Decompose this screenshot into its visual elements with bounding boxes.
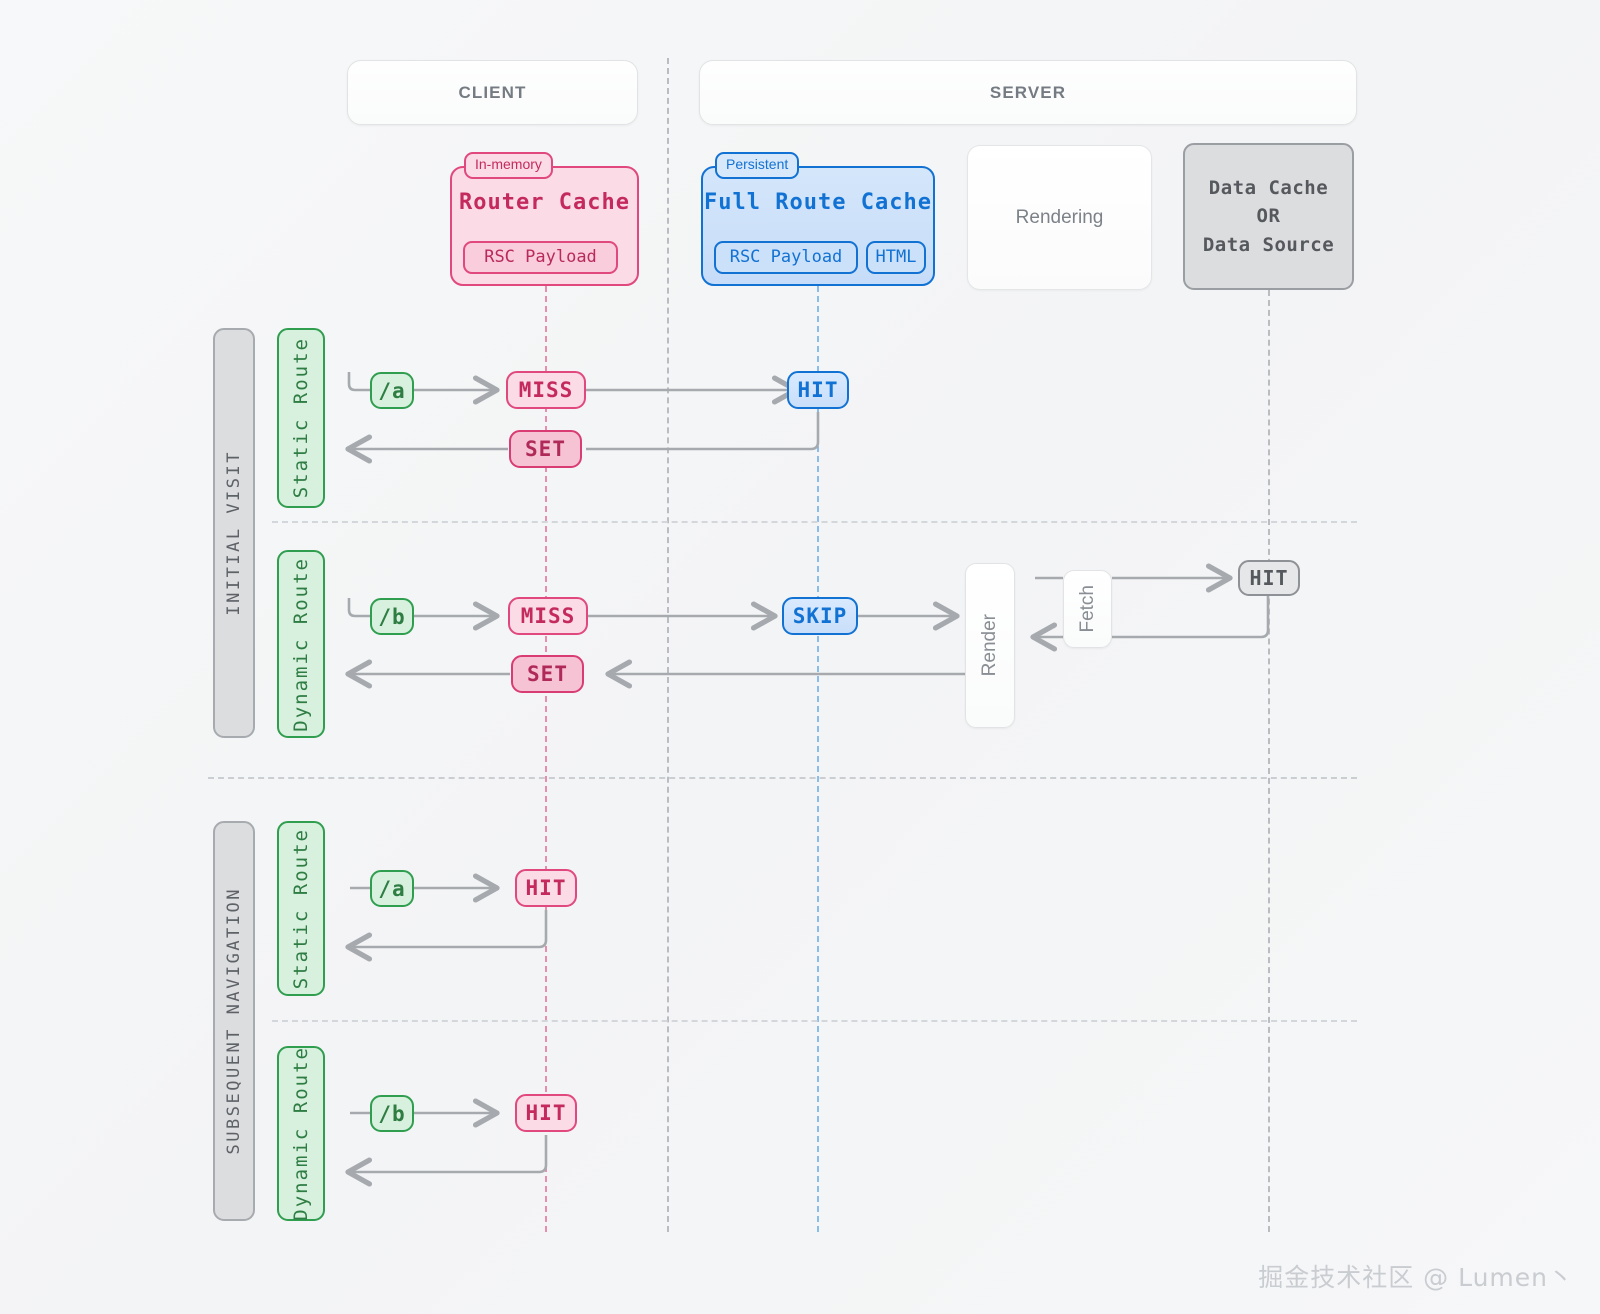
row-separator-subsequent [272, 1020, 1357, 1022]
actor-header-client: CLIENT [347, 60, 638, 125]
route-bar-subsequent-static: Static Route [277, 821, 325, 996]
component-rendering: Rendering [967, 145, 1152, 290]
data-cache-line-1: Data Cache [1208, 176, 1329, 199]
step-initial-dynamic-router-cache-write[interactable]: SET [511, 655, 584, 693]
full-route-cache-chip-rsc-payload: RSC Payload [714, 241, 858, 274]
phase-bar-initial-visit: INITIAL VISIT [213, 328, 255, 738]
component-full-route-cache: Persistent Full Route Cache RSC Payload … [701, 152, 935, 286]
row-separator-initial [272, 521, 1357, 523]
route-path-subsequent-dynamic[interactable]: /b [370, 1095, 414, 1132]
step-initial-static-router-cache-write[interactable]: SET [509, 430, 582, 468]
full-route-cache-chip-html: HTML [866, 241, 926, 274]
step-initial-dynamic-data-cache-status[interactable]: HIT [1238, 560, 1300, 596]
step-subsequent-dynamic-router-cache-status[interactable]: HIT [515, 1094, 577, 1132]
step-initial-dynamic-full-route-cache-status[interactable]: SKIP [782, 597, 858, 635]
full-route-cache-title: Full Route Cache [704, 190, 932, 215]
lifeline-data-cache [1268, 290, 1270, 1232]
route-label-subsequent-dynamic: Dynamic Route [290, 1046, 312, 1221]
step-initial-dynamic-router-cache-status[interactable]: MISS [508, 597, 588, 635]
fetch-label: Fetch [1076, 585, 1098, 633]
step-initial-static-full-route-cache-status[interactable]: HIT [787, 371, 849, 409]
actor-label-server: SERVER [989, 82, 1067, 102]
lifeline-full-route-cache [817, 286, 819, 1232]
route-bar-initial-static: Static Route [277, 328, 325, 508]
step-initial-dynamic-render-box: Render [965, 563, 1015, 728]
route-path-initial-dynamic[interactable]: /b [370, 598, 414, 635]
rendering-label: Rendering [1015, 206, 1104, 228]
client-server-divider [667, 58, 669, 1232]
step-initial-dynamic-fetch-box: Fetch [1063, 570, 1112, 648]
route-label-initial-static: Static Route [290, 337, 312, 499]
router-cache-chip-rsc-payload: RSC Payload [463, 241, 618, 274]
component-router-cache: In-memory Router Cache RSC Payload [450, 152, 639, 286]
actor-header-server: SERVER [699, 60, 1357, 125]
watermark: 掘金技术社区 @ Lumen丶 [1258, 1263, 1574, 1292]
route-path-subsequent-static[interactable]: /a [370, 870, 414, 907]
section-separator [208, 777, 1357, 779]
full-route-cache-tag: Persistent [715, 152, 800, 179]
render-label: Render [979, 614, 1000, 677]
data-cache-line-3: Data Source [1202, 233, 1335, 256]
lifeline-router-cache [545, 286, 547, 1232]
route-path-initial-static[interactable]: /a [370, 372, 414, 409]
step-subsequent-static-router-cache-status[interactable]: HIT [515, 869, 577, 907]
actor-label-client: CLIENT [458, 82, 527, 102]
step-initial-static-router-cache-status[interactable]: MISS [506, 371, 586, 409]
phase-bar-subsequent-navigation: SUBSEQUENT NAVIGATION [213, 821, 255, 1221]
route-bar-initial-dynamic: Dynamic Route [277, 550, 325, 738]
route-label-subsequent-static: Static Route [290, 827, 312, 990]
phase-label-subsequent-navigation: SUBSEQUENT NAVIGATION [224, 887, 244, 1155]
data-cache-line-2: OR [1256, 205, 1281, 228]
route-bar-subsequent-dynamic: Dynamic Route [277, 1046, 325, 1221]
phase-label-initial-visit: INITIAL VISIT [224, 450, 244, 616]
component-data-cache: Data Cache OR Data Source [1183, 143, 1354, 290]
router-cache-tag: In-memory [464, 152, 553, 179]
router-cache-title: Router Cache [459, 190, 630, 215]
route-label-initial-dynamic: Dynamic Route [290, 556, 312, 732]
